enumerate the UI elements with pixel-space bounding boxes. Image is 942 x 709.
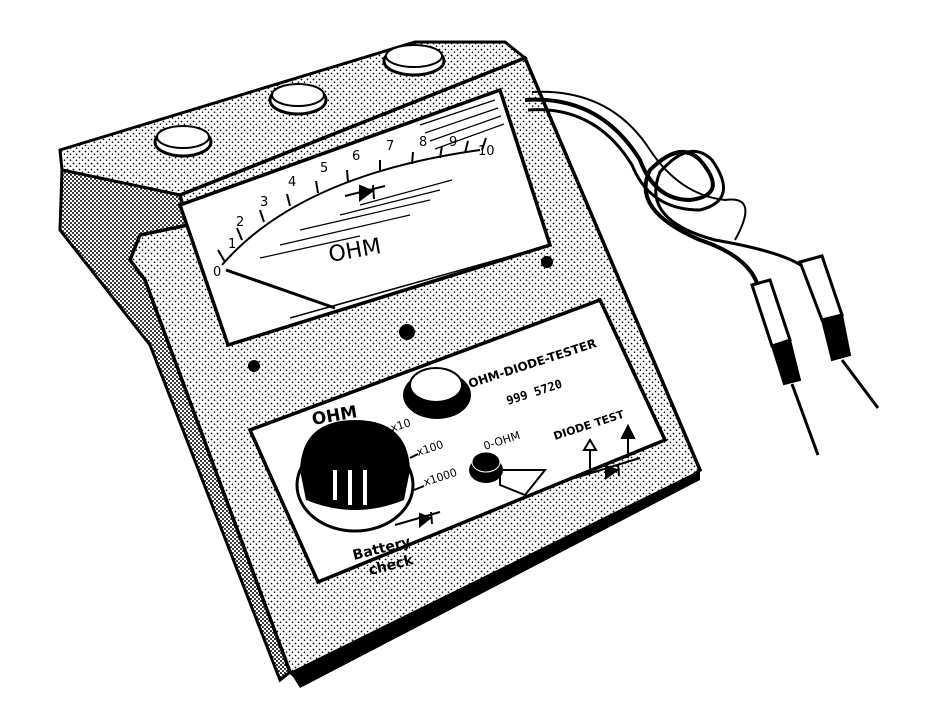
scale-number-2: 2 xyxy=(236,215,244,230)
meter-diode-symbol xyxy=(344,184,386,202)
scale-number-5: 5 xyxy=(320,161,328,176)
top-buttons xyxy=(153,44,446,158)
case-screws xyxy=(248,256,553,372)
scale-number-6: 6 xyxy=(352,149,360,164)
scale-number-10: 10 xyxy=(478,144,495,159)
screw-icon xyxy=(541,256,553,268)
range-selector-knob xyxy=(295,420,415,533)
scale-number-7: 7 xyxy=(386,139,394,154)
scale-number-3: 3 xyxy=(260,195,268,210)
meter-needle xyxy=(225,268,336,310)
diode-test-probe-symbols xyxy=(574,423,641,480)
scale-number-0: 0 xyxy=(213,265,221,280)
scale-number-8: 8 xyxy=(419,135,427,150)
screw-icon xyxy=(248,360,260,372)
meter-scale-ticks xyxy=(217,137,487,263)
probe-right xyxy=(798,254,880,409)
scale-number-9: 9 xyxy=(449,135,457,150)
control-panel: OHM x10 x100 x1000 Battery check OHM-DIO… xyxy=(247,297,668,585)
scale-number-1: 1 xyxy=(228,237,236,252)
range-label-x10: x10 xyxy=(389,416,413,435)
battery-check-diode-symbol xyxy=(419,511,433,529)
zero-ohm-adjust-knob xyxy=(469,451,548,497)
top-button-left xyxy=(153,125,213,158)
screw-icon xyxy=(399,324,415,340)
test-leads xyxy=(524,90,880,456)
test-push-button xyxy=(403,367,471,419)
top-button-right xyxy=(382,44,446,77)
top-button-middle xyxy=(268,83,328,116)
meter-scale-arc xyxy=(221,149,481,266)
meter-window: 0 1 2 3 4 5 6 7 8 9 10 OHM xyxy=(177,87,553,348)
scale-number-4: 4 xyxy=(288,175,296,190)
probe-left xyxy=(750,278,820,456)
